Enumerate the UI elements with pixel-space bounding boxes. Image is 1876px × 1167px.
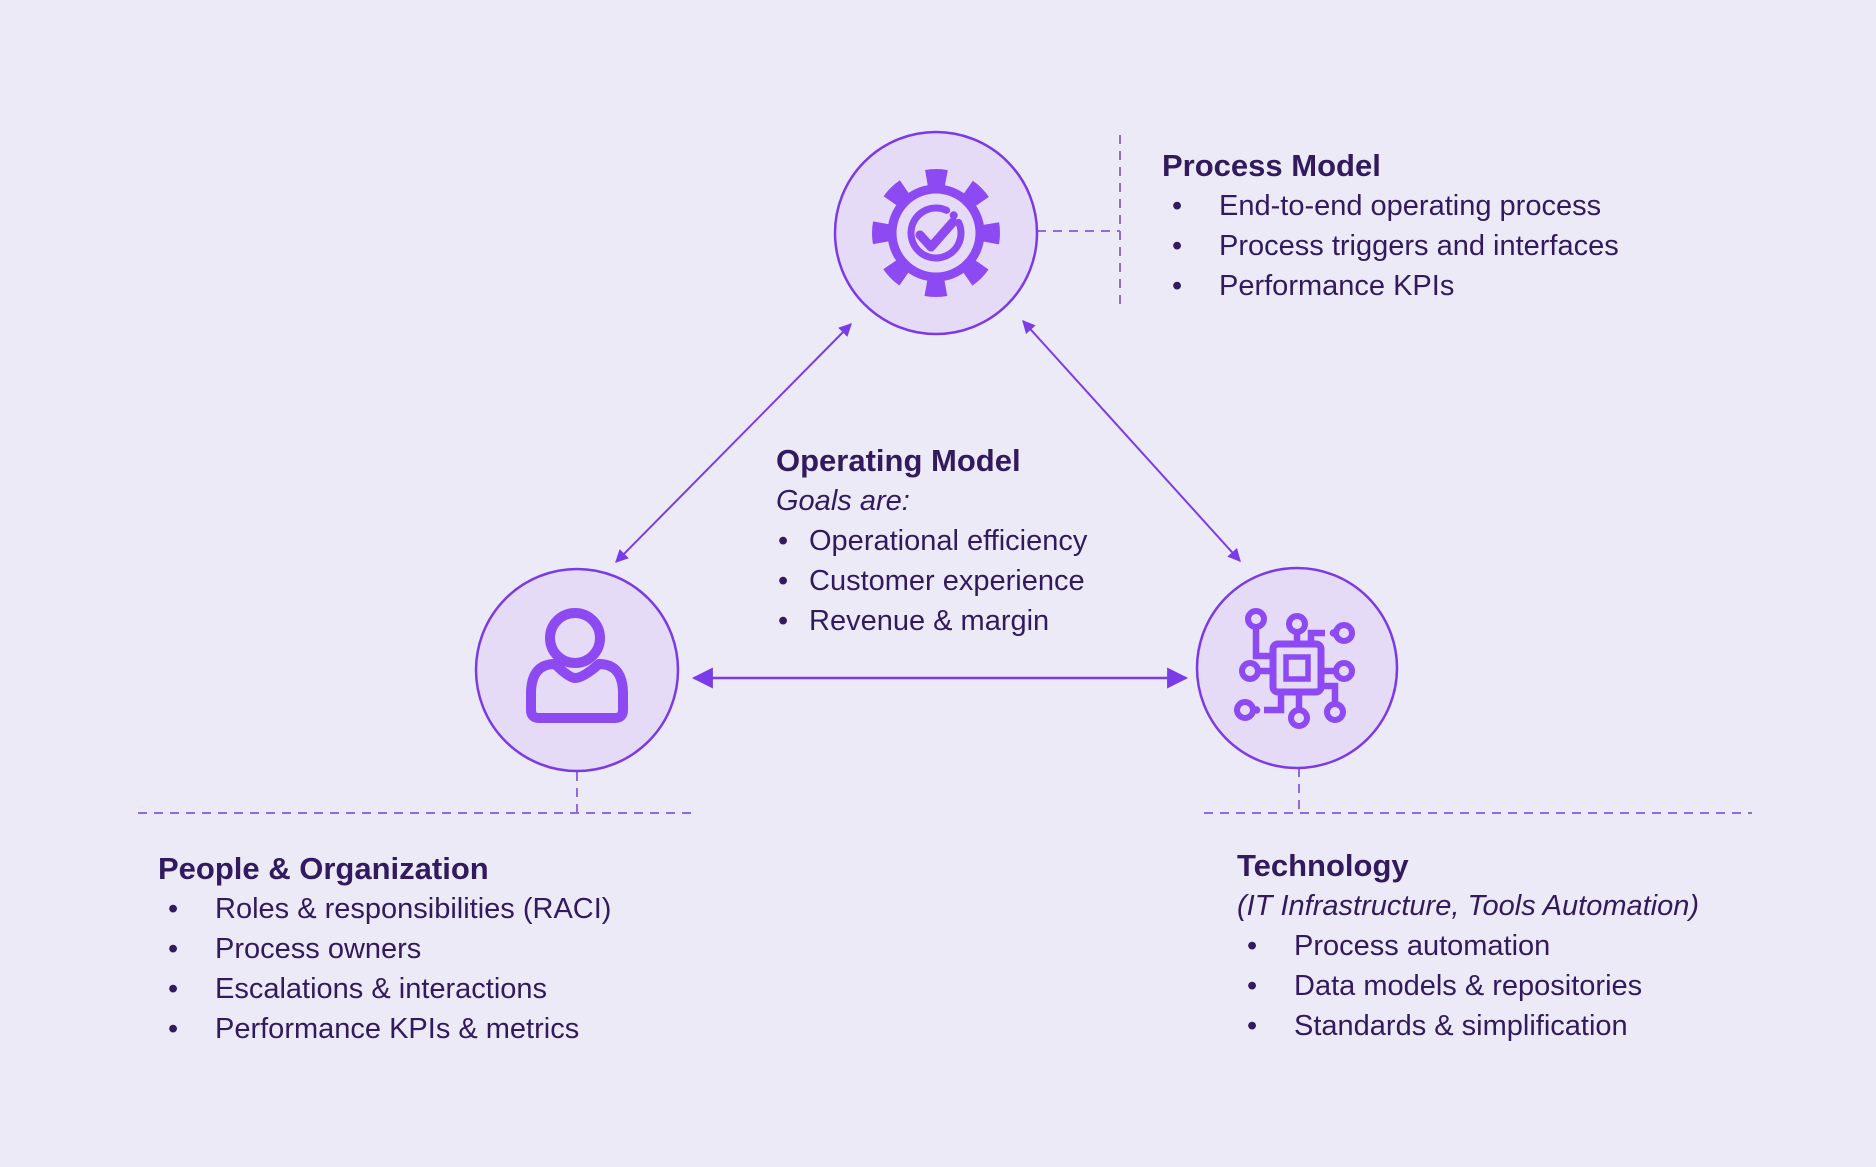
operating-model-block: Operating Model Goals are: • Operational…	[776, 441, 1196, 641]
list-item: • Operational efficiency	[776, 521, 1196, 561]
gear-check-icon	[872, 169, 1000, 297]
list-item: • Revenue & margin	[776, 601, 1196, 641]
list-item-text: Standards & simplification	[1294, 1010, 1628, 1042]
bullet-marker: •	[168, 973, 179, 1005]
bullet-marker: •	[168, 933, 179, 965]
list-item-text: Performance KPIs & metrics	[215, 1013, 580, 1045]
operating-model-title: Operating Model	[776, 443, 1021, 478]
list-item: • Process automation	[1237, 926, 1817, 966]
operating-model-subtitle: Goals are:	[776, 485, 910, 517]
list-item-text: Performance KPIs	[1219, 270, 1455, 302]
list-item-text: Operational efficiency	[809, 525, 1088, 557]
list-item-text: Escalations & interactions	[215, 973, 548, 1005]
bullet-marker: •	[1172, 230, 1183, 262]
list-item-text: Roles & responsibilities (RACI)	[215, 893, 612, 925]
list-item: • Performance KPIs	[1162, 266, 1722, 306]
bullet-marker: •	[168, 1013, 179, 1045]
list-item-text: Process triggers and interfaces	[1219, 230, 1619, 262]
process-node-circle	[833, 130, 1039, 336]
list-item: • Process triggers and interfaces	[1162, 226, 1722, 266]
list-item-text: End-to-end operating process	[1219, 190, 1602, 222]
bullet-marker: •	[1247, 930, 1258, 962]
technology-node-circle	[1195, 566, 1399, 770]
bullet-marker: •	[1172, 270, 1183, 302]
bullet-marker: •	[1247, 970, 1258, 1002]
dashed-leader-lines	[138, 135, 1752, 814]
list-item: • Roles & responsibilities (RACI)	[158, 889, 718, 929]
list-item: • Customer experience	[776, 561, 1196, 601]
list-item: • Standards & simplification	[1237, 1006, 1817, 1046]
list-item-text: Revenue & margin	[809, 605, 1050, 637]
arrow-people-process	[615, 323, 852, 563]
list-item-text: Process owners	[215, 933, 422, 965]
connector-arrows	[615, 320, 1241, 689]
people-node-circle	[474, 567, 680, 773]
technology-title: Technology	[1237, 848, 1409, 883]
technology-subtitle: (IT Infrastructure, Tools Automation)	[1237, 890, 1700, 922]
bullet-marker: •	[778, 525, 789, 557]
bullet-marker: •	[1172, 190, 1183, 222]
list-item: • Data models & repositories	[1237, 966, 1817, 1006]
list-item: • Process owners	[158, 929, 718, 969]
people-organization-block: People & Organization • Roles & responsi…	[158, 849, 718, 1049]
list-item: • Escalations & interactions	[158, 969, 718, 1009]
list-item: • End-to-end operating process	[1162, 186, 1722, 226]
list-item-text: Data models & repositories	[1294, 970, 1643, 1002]
person-icon	[526, 608, 628, 723]
people-organization-title: People & Organization	[158, 851, 489, 886]
bullet-marker: •	[168, 893, 179, 925]
list-item-text: Customer experience	[809, 565, 1085, 597]
process-model-block: Process Model • End-to-end operating pro…	[1162, 146, 1722, 306]
list-item-text: Process automation	[1294, 930, 1551, 962]
bullet-marker: •	[1247, 1010, 1258, 1042]
process-model-title: Process Model	[1162, 148, 1381, 183]
technology-block: Technology (IT Infrastructure, Tools Aut…	[1237, 846, 1817, 1046]
bullet-marker: •	[778, 605, 789, 637]
arrow-process-technology	[1022, 320, 1241, 562]
chip-icon	[1234, 608, 1355, 729]
list-item: • Performance KPIs & metrics	[158, 1009, 718, 1049]
bullet-marker: •	[778, 565, 789, 597]
